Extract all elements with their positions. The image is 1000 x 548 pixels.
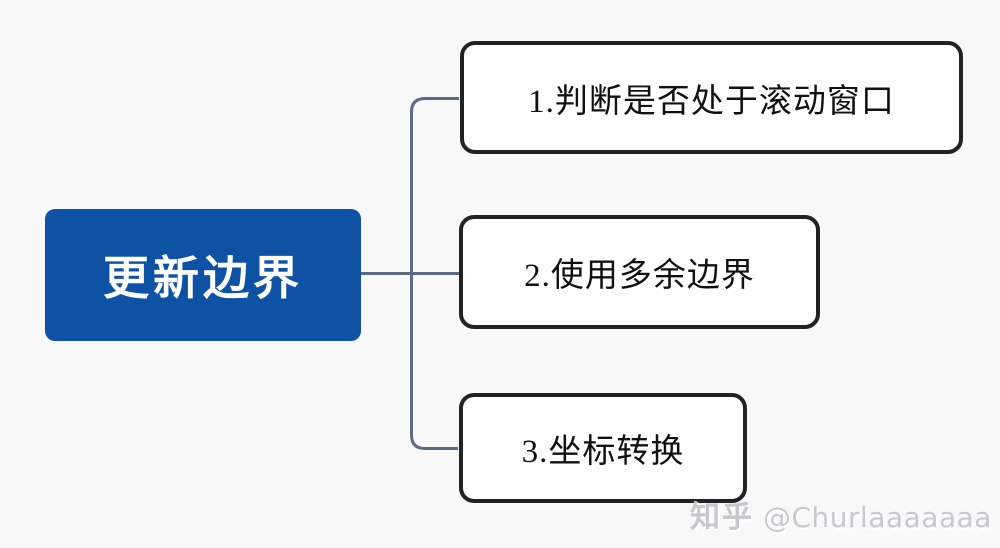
watermark-author-handle: @Churlaaaaaaa xyxy=(763,501,992,534)
branch-node-1-label: 1.判断是否处于滚动窗口 xyxy=(528,83,895,120)
connector-bracket-branches-1-3 xyxy=(410,97,459,450)
branch-node-3-coordinate-transform[interactable]: 3.坐标转换 xyxy=(459,393,747,503)
zhihu-logo-text: 知乎 xyxy=(690,500,754,535)
branch-node-2-label: 2.使用多余边界 xyxy=(524,258,755,294)
root-node-label: 更新边界 xyxy=(103,253,303,304)
root-node-update-boundary[interactable]: 更新边界 xyxy=(45,209,361,341)
branch-node-1-scroll-window-check[interactable]: 1.判断是否处于滚动窗口 xyxy=(460,41,963,154)
branch-node-2-extra-boundary[interactable]: 2.使用多余边界 xyxy=(459,215,820,329)
zhihu-watermark: 知乎 @Churlaaaaaaa xyxy=(690,492,992,536)
branch-node-3-label: 3.坐标转换 xyxy=(521,434,685,470)
